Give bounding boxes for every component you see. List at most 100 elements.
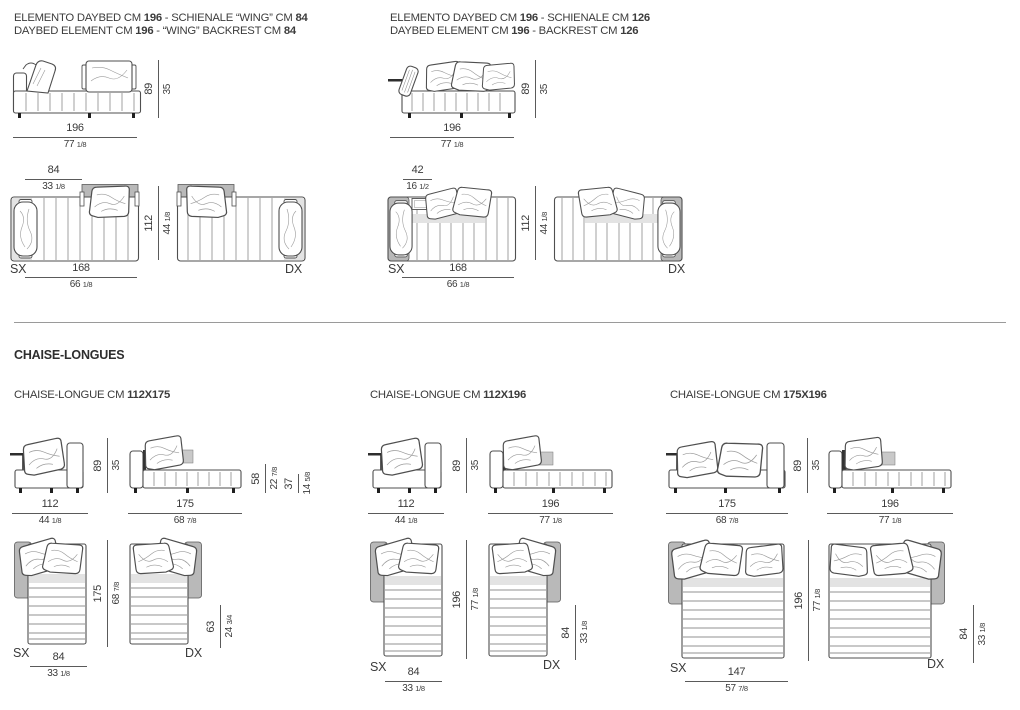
dim-line <box>808 540 809 661</box>
chaise2-plan-width-dim: 84 33 1/8 <box>385 666 442 695</box>
daybed2-sx-label: SX <box>388 262 405 276</box>
dim-line <box>30 666 87 667</box>
daybed2-plan-dx-drawing <box>553 184 683 262</box>
chaise3-plan-width-dim: 147 57 7/8 <box>685 666 788 695</box>
chaise2-front-elevation-drawing <box>368 436 442 493</box>
dim-value-in: 44 1/8 <box>394 515 418 526</box>
dim-line <box>666 513 788 514</box>
dim-line <box>466 438 467 493</box>
daybed2-width-dim: 196 77 1/8 <box>390 122 514 151</box>
dim-value-in: 44 1/8 <box>539 211 550 235</box>
dim-value-cm: 84 <box>52 651 65 663</box>
chaise3-front-elevation-drawing <box>666 440 786 493</box>
dim-line <box>827 513 953 514</box>
dim-value-in: 33 1/8 <box>579 621 590 644</box>
daybed2-depth-dim: 112 44 1/8 <box>520 186 551 260</box>
chaise1-side-elevation-drawing <box>129 434 242 493</box>
dim-line <box>535 60 536 118</box>
chaise3-title: CHAISE-LONGUE CM 175X196 <box>670 389 827 401</box>
chaise1-plan-length-dim: 175 68 7/8 <box>92 540 123 647</box>
dim-value-cm: 89 <box>92 459 104 472</box>
dim-value-in: 16 1/2 <box>406 181 429 192</box>
chaise3-height-dim: 89 35 <box>792 438 823 493</box>
dim-value-in: 33 1/8 <box>42 181 65 192</box>
dim-value-in: 24 3/4 <box>224 615 235 638</box>
dim-value-cm: 196 <box>443 122 461 134</box>
chaise2-dx-label: DX <box>543 658 560 672</box>
chaise2-title: CHAISE-LONGUE CM 112X196 <box>370 389 526 401</box>
chaise2-plan-dx-drawing <box>488 536 561 657</box>
dim-value-in: 35 <box>111 460 122 471</box>
chaise2-width2-dim: 196 77 1/8 <box>488 498 613 527</box>
chaise2-plan-length-dim: 196 77 1/8 <box>451 540 482 659</box>
dim-value-in: 68 7/8 <box>173 515 197 526</box>
dim-value-cm: 89 <box>451 459 463 472</box>
dim-value-in: 68 7/8 <box>715 515 739 526</box>
dim-line <box>13 137 137 138</box>
dim-value-in: 77 1/8 <box>470 588 481 611</box>
daybed2-backrest-width-dim: 42 16 1/2 <box>403 164 432 193</box>
dim-line <box>466 540 467 659</box>
dim-line <box>25 179 82 180</box>
chaise1-title: CHAISE-LONGUE CM 112X175 <box>14 389 170 401</box>
daybed1-title-line2: DAYBED ELEMENT CM 196 - “WING” BACKREST … <box>14 25 296 37</box>
dim-line <box>807 438 808 493</box>
chaise1-plan-width-dim: 84 33 1/8 <box>30 651 87 680</box>
chaise1-backrest-height-dim: 58 22 7/8 <box>250 464 281 493</box>
dim-line <box>298 474 299 493</box>
chaise2-height-dim: 89 35 <box>451 438 482 493</box>
dim-value-in: 33 1/8 <box>47 668 70 679</box>
daybed2-title-line2: DAYBED ELEMENT CM 196 - BACKREST CM 126 <box>390 25 639 37</box>
dim-value-cm: 112 <box>520 214 532 232</box>
dim-line <box>220 605 221 648</box>
dim-line <box>265 464 266 493</box>
daybed2-plan-sx-drawing <box>387 184 517 262</box>
chaise3-sx-label: SX <box>670 661 687 675</box>
daybed1-backrest-width-dim: 84 33 1/8 <box>25 164 82 193</box>
chaise1-width1-dim: 112 44 1/8 <box>12 498 88 527</box>
chaise3-plan-sx-drawing <box>667 538 785 659</box>
dim-value-cm: 175 <box>718 498 736 510</box>
dim-value-in: 77 1/8 <box>63 139 87 150</box>
chaise1-plan-sx-drawing <box>14 536 87 645</box>
daybed2-title-line1: ELEMENTO DAYBED CM 196 - SCHIENALE CM 12… <box>390 12 650 24</box>
dim-line <box>973 605 974 663</box>
chaise3-width1-dim: 175 68 7/8 <box>666 498 788 527</box>
dim-value-in: 77 1/8 <box>878 515 902 526</box>
dim-value-cm: 42 <box>411 164 424 176</box>
dim-line <box>128 513 242 514</box>
daybed1-height-dim: 89 35 <box>143 60 174 118</box>
chaise1-front-elevation-drawing <box>10 436 84 493</box>
dim-value-cm: 196 <box>451 590 463 609</box>
chaise3-plan-dx-drawing <box>828 538 946 659</box>
dim-value-cm: 89 <box>520 83 532 95</box>
dim-value-cm: 63 <box>205 620 217 633</box>
dim-value-cm: 112 <box>397 498 415 510</box>
daybed2-length-dim: 168 66 1/8 <box>402 262 514 291</box>
dim-line <box>158 186 159 260</box>
chaise1-plan-right-dim: 63 24 3/4 <box>205 605 236 648</box>
chaise1-height-dim: 89 35 <box>92 438 123 493</box>
dim-value-in: 77 1/8 <box>440 139 464 150</box>
chaise2-side-elevation-drawing <box>489 434 613 493</box>
dim-value-cm: 196 <box>793 591 805 610</box>
chaise3-plan-right-dim: 84 33 1/8 <box>958 605 989 663</box>
daybed1-length-dim: 168 66 1/8 <box>25 262 137 291</box>
dim-value-cm: 175 <box>176 498 194 510</box>
dim-line <box>390 137 514 138</box>
chaise3-plan-length-dim: 196 77 1/8 <box>793 540 824 661</box>
dim-value-in: 35 <box>811 460 822 471</box>
chaise2-plan-sx-drawing <box>370 536 443 657</box>
dim-value-in: 33 1/8 <box>977 622 988 646</box>
daybed2-dx-label: DX <box>668 262 685 276</box>
chaise1-sx-label: SX <box>13 646 30 660</box>
daybed1-plan-dx-drawing <box>176 184 306 262</box>
dim-line <box>158 60 159 118</box>
dim-value-in: 57 7/8 <box>725 683 748 694</box>
chaise1-dx-label: DX <box>185 646 202 660</box>
dim-line <box>488 513 613 514</box>
daybed2-height-dim: 89 35 <box>520 60 551 118</box>
chaise2-width1-dim: 112 44 1/8 <box>368 498 444 527</box>
dim-value-cm: 112 <box>143 214 155 232</box>
